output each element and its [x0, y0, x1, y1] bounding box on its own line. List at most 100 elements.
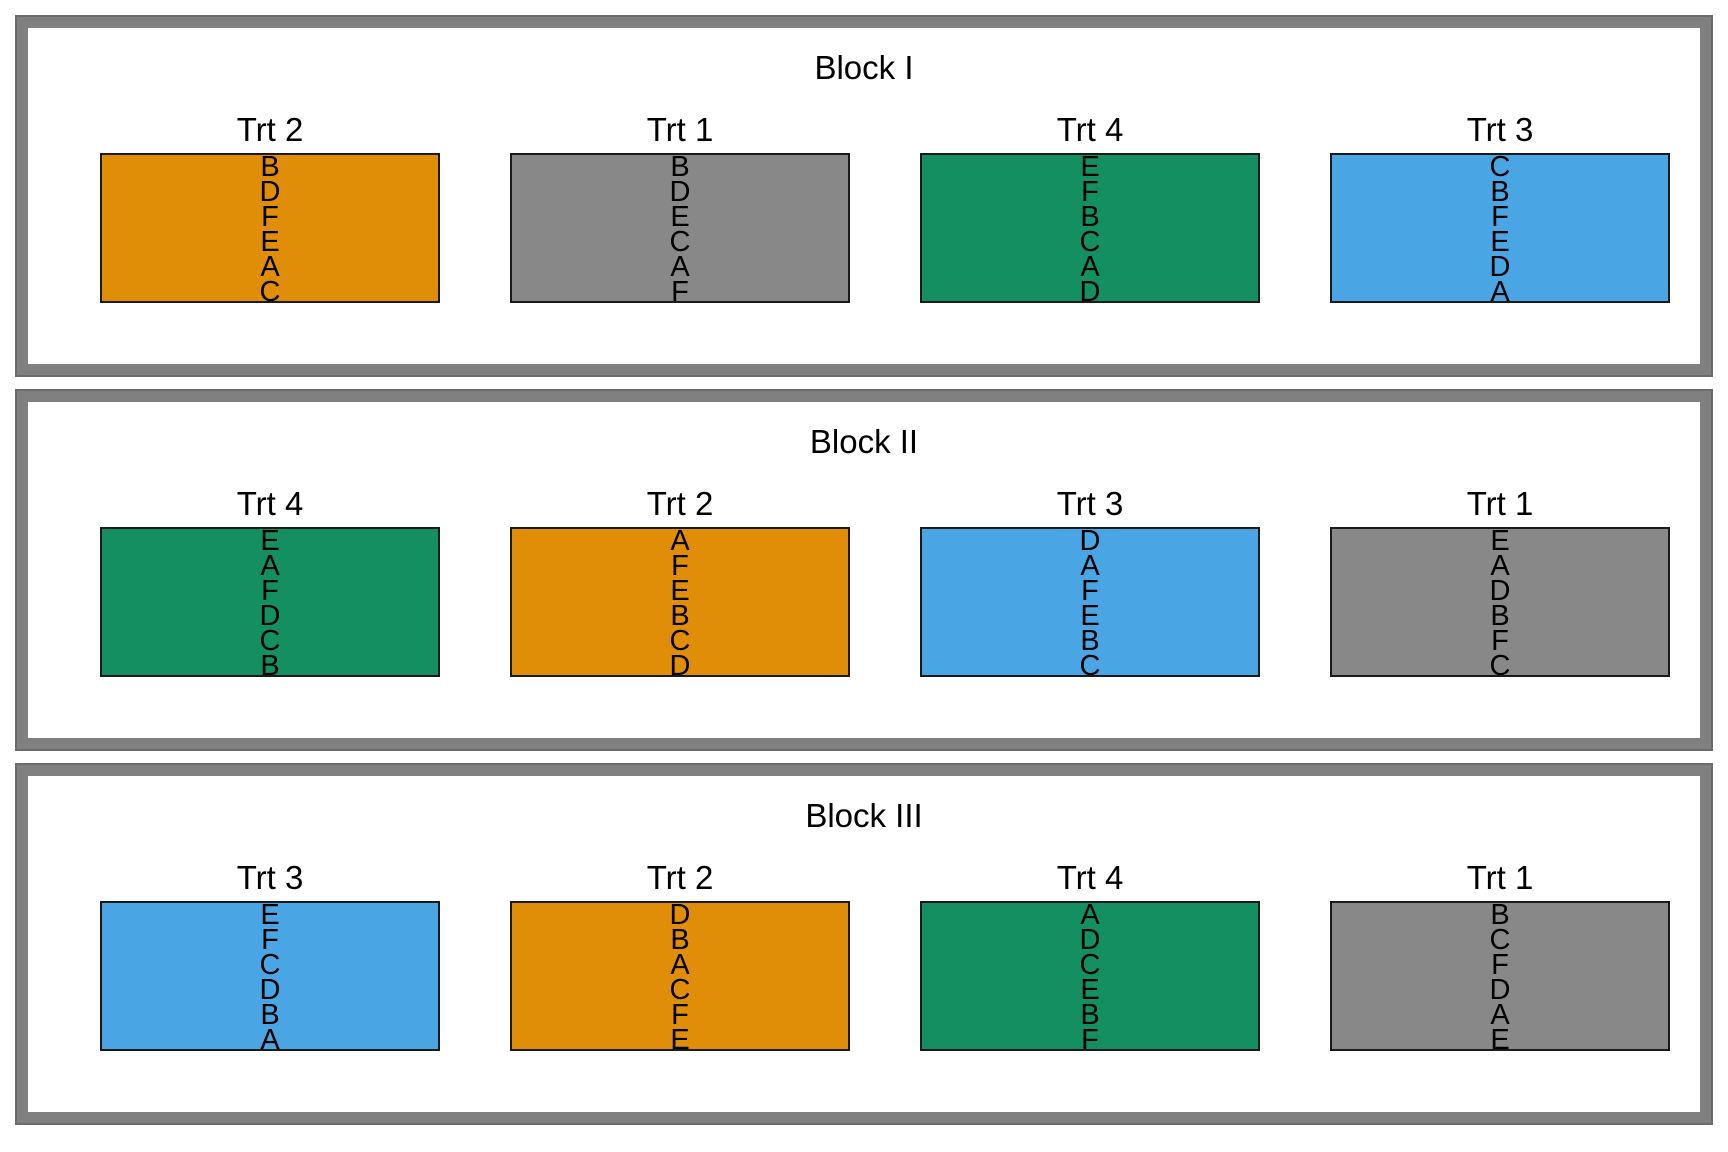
subplot-letter: D — [1489, 575, 1511, 607]
subplot-letter: A — [1080, 550, 1100, 582]
subplot-letter: C — [669, 226, 691, 258]
subplot-letter: B — [260, 151, 280, 183]
subplot-letter: C — [669, 625, 691, 657]
subplot-letter: A — [1490, 276, 1510, 308]
treatment-label: Trt 1 — [646, 111, 714, 148]
subplot-letter: D — [669, 650, 691, 682]
subplot-letter: D — [1079, 924, 1101, 956]
subplot-letter: C — [1079, 226, 1101, 258]
treatment-label: Trt 3 — [236, 859, 304, 896]
treatment-label: Trt 4 — [236, 485, 304, 522]
block-title: Block II — [809, 423, 919, 460]
subplot-letter: B — [1490, 600, 1510, 632]
subplot-letter: E — [1490, 1024, 1510, 1056]
subplot-letter: D — [1489, 251, 1511, 283]
subplot-letter: F — [1081, 575, 1099, 607]
treatment-label: Trt 2 — [236, 111, 304, 148]
subplot-letter: F — [261, 575, 279, 607]
subplot-letter: B — [1490, 899, 1510, 931]
subplot-letter: C — [1489, 650, 1511, 682]
subplot-letter: E — [670, 1024, 690, 1056]
subplot-letter: A — [260, 1024, 280, 1056]
treatment-label: Trt 2 — [646, 859, 714, 896]
treatment-label: Trt 3 — [1466, 111, 1534, 148]
subplot-letter: B — [1080, 999, 1100, 1031]
subplot-letter: A — [670, 525, 690, 557]
treatment-label: Trt 1 — [1466, 859, 1534, 896]
subplot-letter: C — [259, 276, 281, 308]
subplot-letter: E — [1080, 600, 1100, 632]
subplot-letter: F — [1081, 176, 1099, 208]
subplot-letter: C — [259, 625, 281, 657]
subplot-letter: E — [260, 226, 280, 258]
subplot-letter: C — [259, 949, 281, 981]
subplot-letter: B — [1080, 201, 1100, 233]
subplot-letter: E — [260, 899, 280, 931]
block-title: Block I — [814, 49, 914, 86]
subplot-letter: C — [1489, 924, 1511, 956]
subplot-letter: E — [1490, 226, 1510, 258]
subplot-letter: F — [671, 276, 689, 308]
subplot-letter: D — [259, 974, 281, 1006]
subplot-letter: A — [1080, 899, 1100, 931]
subplot-letter: A — [1490, 550, 1510, 582]
subplot-letter: F — [261, 201, 279, 233]
treatment-label: Trt 2 — [646, 485, 714, 522]
treatment-label: Trt 4 — [1056, 859, 1124, 896]
subplot-letter: D — [1489, 974, 1511, 1006]
subplot-letter: B — [260, 650, 280, 682]
subplot-letter: D — [1079, 276, 1101, 308]
subplot-letter: A — [1490, 999, 1510, 1031]
subplot-letter: B — [260, 999, 280, 1031]
subplot-letter: A — [1080, 251, 1100, 283]
subplot-letter: A — [260, 550, 280, 582]
subplot-letter: B — [670, 600, 690, 632]
subplot-letter: C — [1079, 650, 1101, 682]
subplot-letter: A — [260, 251, 280, 283]
subplot-letter: F — [671, 550, 689, 582]
subplot-letter: E — [1490, 525, 1510, 557]
subplot-letter: B — [1080, 625, 1100, 657]
subplot-letter: E — [670, 575, 690, 607]
subplot-letter: F — [1491, 625, 1509, 657]
subplot-letter: A — [670, 949, 690, 981]
subplot-letter: F — [261, 924, 279, 956]
treatment-label: Trt 4 — [1056, 111, 1124, 148]
subplot-letter: F — [1491, 201, 1509, 233]
treatment-label: Trt 3 — [1056, 485, 1124, 522]
subplot-letter: B — [670, 151, 690, 183]
subplot-letter: E — [1080, 151, 1100, 183]
subplot-letter: C — [669, 974, 691, 1006]
treatment-label: Trt 1 — [1466, 485, 1534, 522]
subplot-letter: F — [1081, 1024, 1099, 1056]
subplot-letter: C — [1489, 151, 1511, 183]
subplot-letter: D — [259, 600, 281, 632]
subplot-letter: D — [1079, 525, 1101, 557]
subplot-letter: E — [670, 201, 690, 233]
